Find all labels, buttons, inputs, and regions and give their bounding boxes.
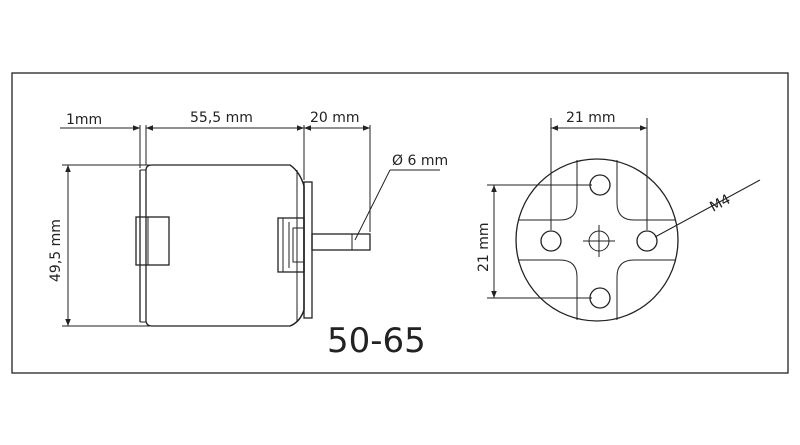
mount-hole-top	[589, 174, 611, 196]
front-flange	[303, 181, 313, 319]
mount-hole-bottom	[589, 287, 611, 309]
thread-leader	[654, 179, 761, 238]
dim-body-diameter: 49,5 mm	[48, 219, 64, 282]
mount-hole-right	[636, 230, 658, 252]
dim-shaft-diameter: Ø 6 mm	[392, 153, 448, 169]
drawing-frame	[11, 72, 789, 374]
cross-relief	[518, 160, 676, 320]
dim-shaft-length: 20 mm	[310, 110, 360, 126]
motor-body-outline	[145, 164, 305, 327]
dim-hole-spacing-vertical: 21 mm	[476, 222, 492, 272]
shaft-diameter-leader	[354, 169, 391, 241]
dim-thread: M4	[707, 192, 733, 216]
front-bearing	[277, 217, 305, 273]
dim-body-length: 55,5 mm	[190, 110, 253, 126]
mount-hole-left	[540, 230, 562, 252]
dim-hole-spacing-horizontal: 21 mm	[566, 110, 616, 126]
front-view: 21 mm 21 mm M4	[476, 110, 761, 322]
rear-bearing-bump	[135, 216, 170, 266]
dim-front-flange: 1mm	[66, 112, 102, 128]
motor-shaft	[311, 233, 371, 251]
side-view: 1mm 55,5 mm 20 mm Ø 6 mm 49,5 mm	[48, 110, 448, 327]
motor-face-circle	[515, 158, 679, 322]
model-label: 50-65	[327, 321, 426, 361]
